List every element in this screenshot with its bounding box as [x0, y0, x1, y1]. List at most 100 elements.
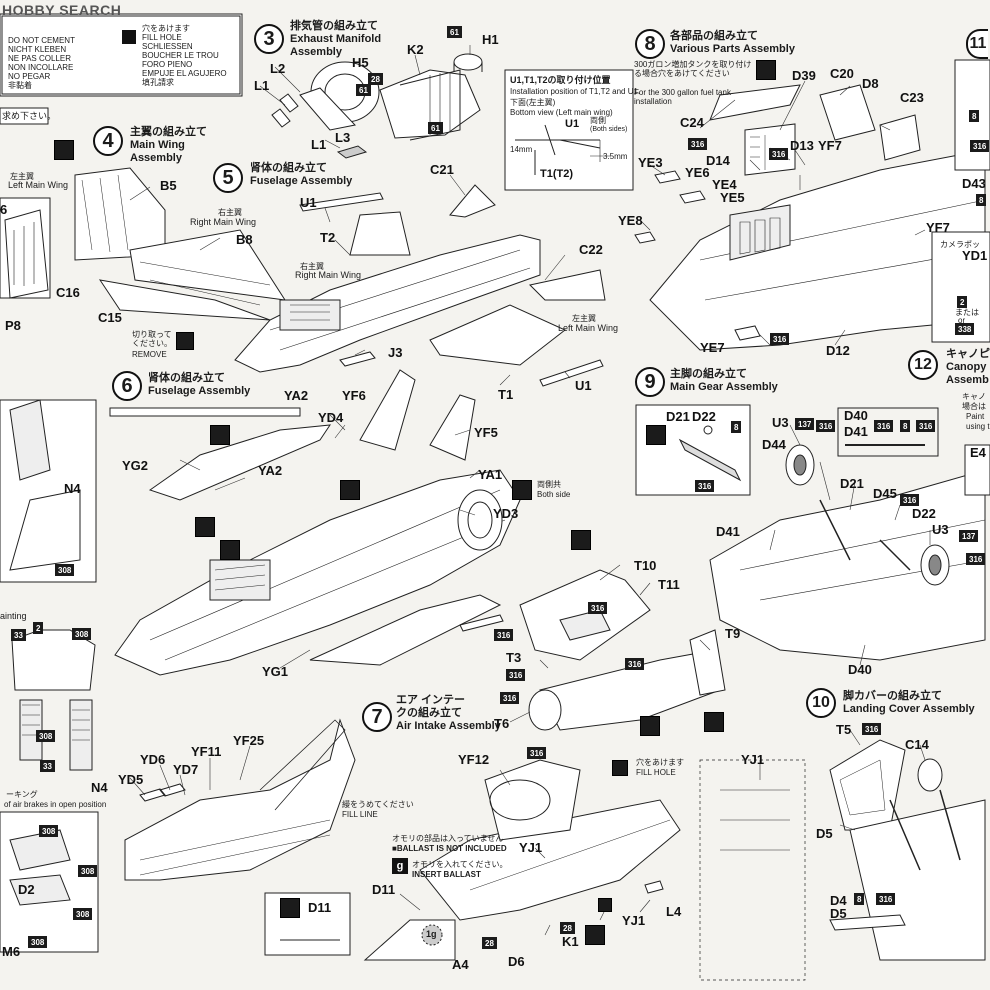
part-label: D39	[792, 68, 816, 83]
part-label: T10	[634, 558, 657, 573]
cement-legend: DO NOT CEMENT NICHT KLEBEN NE PAS COLLER…	[8, 36, 75, 90]
paint-code: 2	[957, 296, 968, 308]
cement-line-6: 非黏着	[8, 81, 32, 90]
paint-code: 308	[55, 564, 75, 576]
paint-code: 316	[966, 553, 986, 565]
both-side: Both side	[537, 490, 571, 499]
paint-code: 316	[695, 480, 715, 492]
step-4-en: Main Wing Assembly	[130, 139, 185, 164]
part-label: YA2	[284, 388, 309, 403]
fill-hole-icon-7	[612, 760, 628, 776]
fill-icon-7b	[704, 712, 724, 732]
air-brakes-en: of air brakes in open position	[4, 800, 107, 809]
part-label: YD3	[493, 506, 519, 521]
paint-code: 308	[72, 628, 92, 640]
cement-line-3: NE PAS COLLER	[8, 54, 71, 63]
part-label: B5	[160, 178, 177, 193]
fill-hole-line-5: EMPUJE EL AGUJERO	[142, 69, 227, 78]
part-label: YG1	[262, 664, 289, 679]
paint-code: 316	[506, 669, 526, 681]
both-side-jp: 両側共	[537, 480, 561, 489]
paint-code: 8	[854, 893, 865, 905]
part-label: L3	[335, 130, 351, 145]
part-label: YD5	[118, 772, 144, 787]
t1-t2-label: T1(T2)	[540, 168, 573, 180]
air-brakes-jp: ーキング	[6, 790, 38, 799]
part-label: D11	[372, 882, 396, 897]
part-label: YJ1	[519, 840, 543, 855]
part-label: YF5	[474, 425, 498, 440]
u1-note-title: U1,T1,T2の取り付け位置	[510, 75, 611, 85]
part-label: L1	[311, 137, 327, 152]
both-sides: (Both sides)	[590, 126, 628, 133]
fill-line-jp: 縵をうめてください	[342, 800, 414, 809]
cement-line-4: NON INCOLLARE	[8, 63, 74, 72]
step-3-number: 3	[254, 24, 284, 54]
part-label: YD4	[318, 410, 344, 425]
step-5-number: 5	[213, 163, 243, 193]
part-label: YG2	[122, 458, 149, 473]
part-label: K1	[562, 934, 579, 949]
part-label: D12	[826, 343, 850, 358]
part-label: D40	[848, 662, 872, 677]
step-3-jp: 排気管の組み立て	[290, 20, 378, 32]
dim-3-5mm: 3.5mm	[603, 152, 628, 161]
paint-code: 8	[900, 420, 911, 432]
paint-label: Paint	[966, 412, 985, 421]
part-label: D22	[912, 506, 936, 521]
part-label: YF12	[458, 752, 490, 767]
cement-icon-d11	[280, 898, 300, 918]
u1-note-en2: Bottom view (Left main wing)	[510, 108, 613, 117]
part-label: P8	[5, 318, 21, 333]
part-label: YF25	[233, 733, 265, 748]
remove-note-jp: 切り取ってください。	[132, 330, 172, 348]
part-label: H5	[352, 55, 369, 70]
paint-code: 8	[969, 110, 980, 122]
insert-ballast: INSERT BALLAST	[412, 870, 481, 879]
cement-line-1: DO NOT CEMENT	[8, 36, 75, 45]
paint-code: 316	[500, 692, 520, 704]
part-label: J3	[388, 345, 403, 360]
part-label: D2	[18, 882, 35, 897]
part-label: D6	[508, 954, 525, 969]
part-label: C15	[98, 310, 122, 325]
cement-icon-6a	[210, 425, 230, 445]
fill-line: FILL LINE	[342, 810, 378, 819]
part-label: YA2	[258, 463, 283, 478]
part-label: B8	[236, 232, 253, 247]
part-label: M6	[2, 944, 21, 959]
step-3-en: Exhaust Manifold Assembly	[290, 33, 382, 58]
part-label: N4	[64, 481, 81, 496]
tank-note-jp: 300ガロン増加タンクを取り付ける場合穴をあけてください	[634, 60, 752, 78]
fill-hole-jp: 穴をあけます	[142, 24, 190, 33]
part-label: YJ1	[622, 913, 646, 928]
fill-icon-8	[756, 60, 776, 80]
paint-code: 316	[527, 747, 547, 759]
fill-hole-7: FILL HOLE	[636, 768, 676, 777]
u1-note-jp2: 下面(左主翼)	[510, 98, 556, 107]
part-label: L4	[666, 904, 682, 919]
part-label: YE5	[720, 190, 745, 205]
step-7-en: Air Intake Assembly	[396, 720, 501, 732]
part-label: D5	[830, 906, 847, 921]
left-wing-5: Left Main Wing	[558, 323, 619, 333]
part-label: D4	[830, 893, 847, 908]
paint-code: 308	[28, 936, 48, 948]
paint-code: 61	[356, 84, 371, 96]
mata-wa: または	[955, 308, 979, 317]
top-left-note: 求め下さい。	[2, 111, 57, 121]
part-label: T1	[498, 387, 514, 402]
part-label: YA1	[478, 467, 503, 482]
cement-icon-7	[640, 716, 660, 736]
paint-code: 28	[560, 922, 575, 934]
paint-code: 316	[770, 333, 790, 345]
fill-icon-7a	[571, 530, 591, 550]
part-label: YF11	[191, 744, 222, 759]
part-label: U1	[300, 195, 317, 210]
step-10-jp: 脚カバーの組み立て	[843, 690, 942, 702]
cement-icon-9	[646, 425, 666, 445]
using-label: using t	[966, 422, 990, 431]
